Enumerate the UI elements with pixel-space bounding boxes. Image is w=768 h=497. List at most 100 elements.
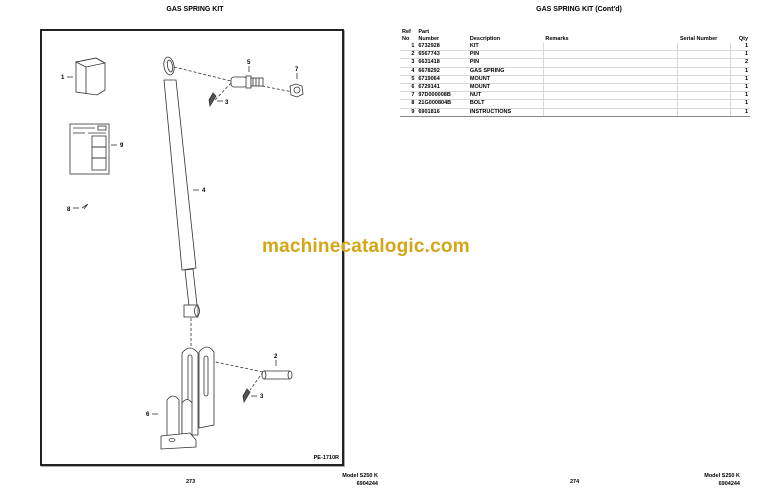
- cell-desc: MOUNT: [467, 75, 544, 85]
- clip-pin-icon: [242, 388, 251, 404]
- cell-ref: 4: [400, 67, 417, 76]
- cell-ref: 5: [400, 75, 417, 85]
- cell-qty: 1: [730, 43, 750, 52]
- cell-qty: 1: [730, 67, 750, 76]
- cell-qty: 1: [730, 75, 750, 85]
- cell-remarks: [543, 75, 679, 85]
- cell-remarks: [543, 58, 679, 68]
- cell-remarks: [543, 83, 679, 93]
- cell-ref: 8: [400, 99, 417, 109]
- right-model: Model S250 K: [704, 473, 740, 479]
- cell-desc: MOUNT: [467, 83, 544, 93]
- cell-qty: 1: [730, 108, 750, 117]
- cell-part: 6719064: [416, 75, 468, 85]
- left-page-number: 273: [186, 479, 196, 485]
- cell-remarks: [543, 43, 679, 52]
- cell-serial: [677, 58, 732, 68]
- callout-5: 5: [247, 60, 251, 66]
- callout-9: 9: [120, 143, 124, 149]
- callout-7: 7: [295, 67, 299, 73]
- cell-serial: [677, 67, 732, 76]
- cell-serial: [677, 99, 732, 109]
- left-model: Model S250 K: [342, 473, 378, 479]
- right-doc-number: 6904244: [718, 481, 740, 487]
- kit-box-icon: [74, 57, 107, 96]
- cell-ref: 9: [400, 108, 417, 117]
- cell-part: 21G000804B: [416, 99, 468, 109]
- cell-part: 6729141: [416, 83, 468, 93]
- cell-ref: 7: [400, 91, 417, 101]
- mount-pin-icon: [230, 75, 264, 89]
- cell-part: 6901816: [416, 108, 468, 117]
- cell-desc: NUT: [467, 91, 544, 101]
- cell-desc: INSTRUCTIONS: [467, 108, 544, 117]
- exploded-parts-diagram: 1 9 8 4 5 7 3 2 3 6: [61, 56, 304, 450]
- col-serial: Serial Number: [679, 36, 718, 42]
- callout-6: 6: [146, 412, 150, 418]
- callout-4: 4: [202, 188, 206, 194]
- instructions-sheet-icon: [69, 123, 110, 175]
- left-doc-number: 6904244: [356, 481, 378, 487]
- cell-ref: 2: [400, 50, 417, 60]
- bolt-icon: [81, 203, 89, 210]
- callout-3b: 3: [260, 394, 264, 400]
- cell-qty: 1: [730, 50, 750, 60]
- pin-icon: [261, 370, 293, 380]
- cell-qty: 2: [730, 58, 750, 68]
- callout-2: 2: [274, 354, 278, 360]
- cell-remarks: [543, 99, 679, 109]
- cell-ref: 6: [400, 83, 417, 93]
- gas-spring-icon: [163, 56, 200, 318]
- watermark: machinecatalogic.com: [262, 236, 470, 257]
- col-description: Description: [469, 36, 501, 42]
- cell-part: 6678292: [416, 67, 468, 76]
- clip-pin-icon: [208, 92, 217, 108]
- right-page-title: GAS SPRING KIT (Cont'd): [536, 6, 622, 13]
- parts-diagram-frame: PE-1710R: [40, 29, 344, 466]
- left-page-title: GAS SPRING KIT: [166, 6, 224, 13]
- cell-serial: [677, 83, 732, 93]
- cell-desc: GAS SPRING: [467, 67, 544, 76]
- cell-serial: [677, 50, 732, 60]
- cell-qty: 1: [730, 91, 750, 101]
- col-qty: Qty: [738, 36, 748, 42]
- nut-icon: [289, 83, 304, 98]
- cell-remarks: [543, 67, 679, 76]
- cell-desc: BOLT: [467, 99, 544, 109]
- cell-remarks: [543, 108, 679, 117]
- callout-3a: 3: [225, 100, 229, 106]
- cell-remarks: [543, 91, 679, 101]
- cell-ref: 3: [400, 58, 417, 68]
- cell-qty: 1: [730, 99, 750, 109]
- cell-desc: PIN: [467, 58, 544, 68]
- figure-code: PE-1710R: [313, 455, 339, 461]
- cell-part: 6631418: [416, 58, 468, 68]
- cell-serial: [677, 91, 732, 101]
- cell-desc: PIN: [467, 50, 544, 60]
- callout-1: 1: [61, 75, 65, 81]
- right-page-number: 274: [570, 479, 580, 485]
- cell-serial: [677, 75, 732, 85]
- cell-remarks: [543, 50, 679, 60]
- cell-part: 6567743: [416, 50, 468, 60]
- cell-qty: 1: [730, 83, 750, 93]
- cell-serial: [677, 43, 732, 52]
- callout-8: 8: [67, 207, 71, 213]
- mount-bracket-icon: [160, 346, 215, 450]
- cell-part: 6732928: [416, 43, 468, 52]
- cell-ref: 1: [400, 43, 417, 52]
- cell-part: 97D000008B: [416, 91, 468, 101]
- col-remarks: Remarks: [545, 36, 569, 42]
